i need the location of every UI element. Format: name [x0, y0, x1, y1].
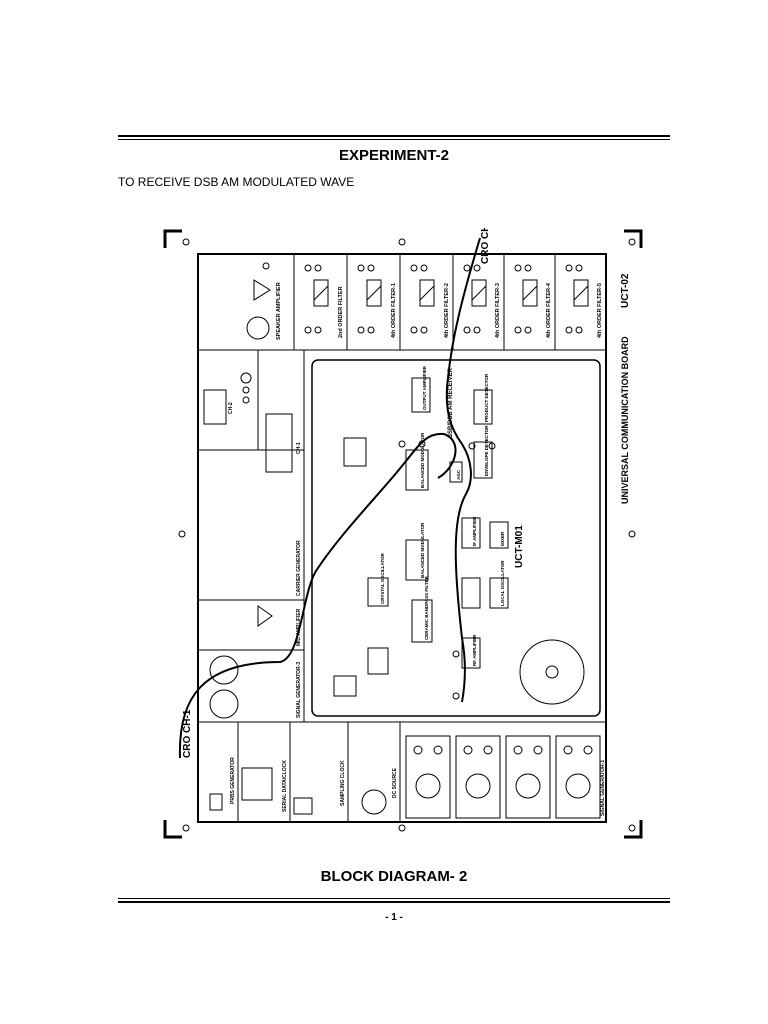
receiver-blocks [333, 377, 585, 705]
output-amplifier-label: OUTPUT AMPLIFIER [422, 365, 427, 410]
product-detector-label: PRODUCT DETECTOR [484, 373, 489, 422]
module-name: UCT-M01 [514, 525, 525, 568]
cro-ch2-wire [445, 237, 481, 703]
filter-label: 2nd ORDER FILTER [338, 286, 344, 338]
signal-generator-1-label: SIGNAL GENERATOR-1 [600, 760, 606, 816]
filter-label: 4th ORDER FILTER-3 [495, 283, 501, 338]
corner-marks [163, 229, 643, 839]
top-rule [118, 135, 670, 140]
board-name: UNIVERSAL COMMUNICATION BOARD [620, 336, 630, 504]
rf-amplifier-label: RF AMPLIFIER [472, 634, 477, 666]
receiver-subtitle: SSB/DSB AM RECEIVER [448, 368, 454, 438]
top-block-row [197, 253, 607, 351]
filter-label: 4th ORDER FILTER-4 [546, 282, 552, 338]
cro-ch1-label: CRO CH-1 [182, 709, 193, 758]
board-model: UCT-02 [620, 273, 631, 308]
ch1-label: CH-1 [296, 442, 302, 454]
probe-wires [178, 237, 481, 759]
left-block-column [197, 349, 305, 723]
balanced-modulator-label: BALANCED MODULATOR [420, 432, 425, 488]
block-diagram: SPEAKER AMPLIFIER 2nd ORDER FILTER 4th O… [163, 228, 643, 839]
left-block-labels: CH-2 CH-1 CARRIER GENERATOR MIC AMPLIFIE… [228, 402, 302, 718]
signal-generator-3-label: SIGNAL GENERATOR-3 [296, 662, 302, 718]
prbs-generator-label: PRBS GENERATOR [230, 757, 236, 804]
experiment-aim: TO RECEIVE DSB AM MODULATED WAVE [118, 175, 355, 189]
envelope-detector-label: ENVELOPE DETECTOR [484, 425, 489, 476]
bottom-block-labels: PRBS GENERATOR SERIAL DATA/CLOCK SAMPLIN… [230, 757, 606, 816]
ch2-label: CH-2 [228, 402, 234, 414]
carrier-generator-label: CARRIER GENERATOR [296, 540, 302, 596]
if-amplifier-label: IF AMPLIFIER [472, 516, 477, 546]
balanced-modulator-2-label: BALANCED MODULATOR [420, 522, 425, 578]
bottom-block-row [197, 721, 607, 823]
mixer-label: MIXER [500, 531, 505, 546]
serial-data-clock-label: SERIAL DATA/CLOCK [282, 760, 288, 812]
local-oscillator-label: LOCAL OSCILLATOR [500, 560, 505, 606]
filter-label: 4th ORDER FILTER-2 [444, 283, 450, 338]
bottom-rule [118, 898, 670, 903]
sampling-clock-label: SAMPLING CLOCK [340, 760, 346, 806]
diagram-caption: BLOCK DIAGRAM- 2 [320, 868, 468, 885]
crystal-oscillator-label: CRYSTAL OSCILLATOR [380, 552, 385, 604]
top-block-labels: SPEAKER AMPLIFIER 2nd ORDER FILTER 4th O… [276, 282, 603, 340]
speaker-amplifier-label: SPEAKER AMPLIFIER [276, 282, 282, 340]
ceramic-filter-label: CERAMIC BANDPASS FILTER [424, 575, 429, 640]
receiver-block-labels: OUTPUT AMPLIFIER BALANCED MODULATOR PROD… [380, 365, 505, 666]
agc-label: AGC [456, 469, 461, 480]
dc-source-label: DC SOURCE [392, 767, 398, 798]
uct-m01-module [311, 359, 601, 717]
experiment-title: EXPERIMENT-2 [338, 147, 450, 164]
filter-label: 4th ORDER FILTER-1 [391, 283, 397, 338]
cro-ch2-label: CRO CH-2 [480, 228, 491, 264]
filter-label: 4th ORDER FILTER-5 [597, 283, 603, 338]
page-number: - 1 - [385, 912, 403, 923]
mount-holes [178, 238, 636, 832]
cro-ch1-wire [178, 432, 457, 759]
